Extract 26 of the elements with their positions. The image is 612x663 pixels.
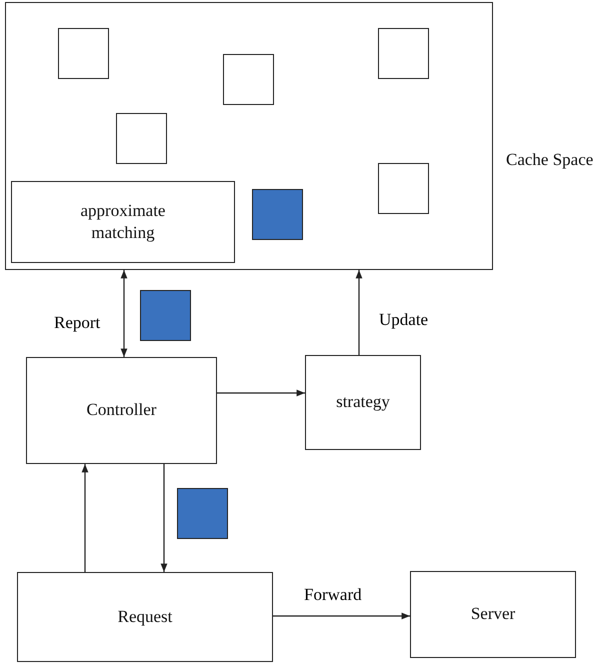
box-label: strategy <box>335 391 391 414</box>
arrow <box>217 390 305 396</box>
empty-square <box>378 28 429 79</box>
arrow <box>120 270 128 357</box>
empty-square <box>116 113 167 164</box>
filled-square <box>177 488 228 539</box>
arrow <box>160 464 168 572</box>
empty-square <box>378 163 429 214</box>
process-box <box>17 572 273 662</box>
empty-square <box>58 28 109 79</box>
filled-square <box>140 290 191 341</box>
arrow <box>356 270 362 355</box>
box-label: approximate matching <box>80 200 166 244</box>
box-title: Cache Space <box>506 149 594 171</box>
filled-square <box>252 189 303 240</box>
process-box <box>11 181 235 263</box>
process-box <box>26 357 217 464</box>
process-box <box>305 355 421 450</box>
arrow <box>273 612 410 620</box>
empty-square <box>223 54 274 105</box>
process-box <box>410 571 576 658</box>
box-label: Controller <box>86 399 158 422</box>
arrow <box>82 464 88 572</box>
edge-label: Update <box>377 310 430 330</box>
box-label: Server <box>470 603 516 626</box>
box-label: Request <box>116 606 174 628</box>
